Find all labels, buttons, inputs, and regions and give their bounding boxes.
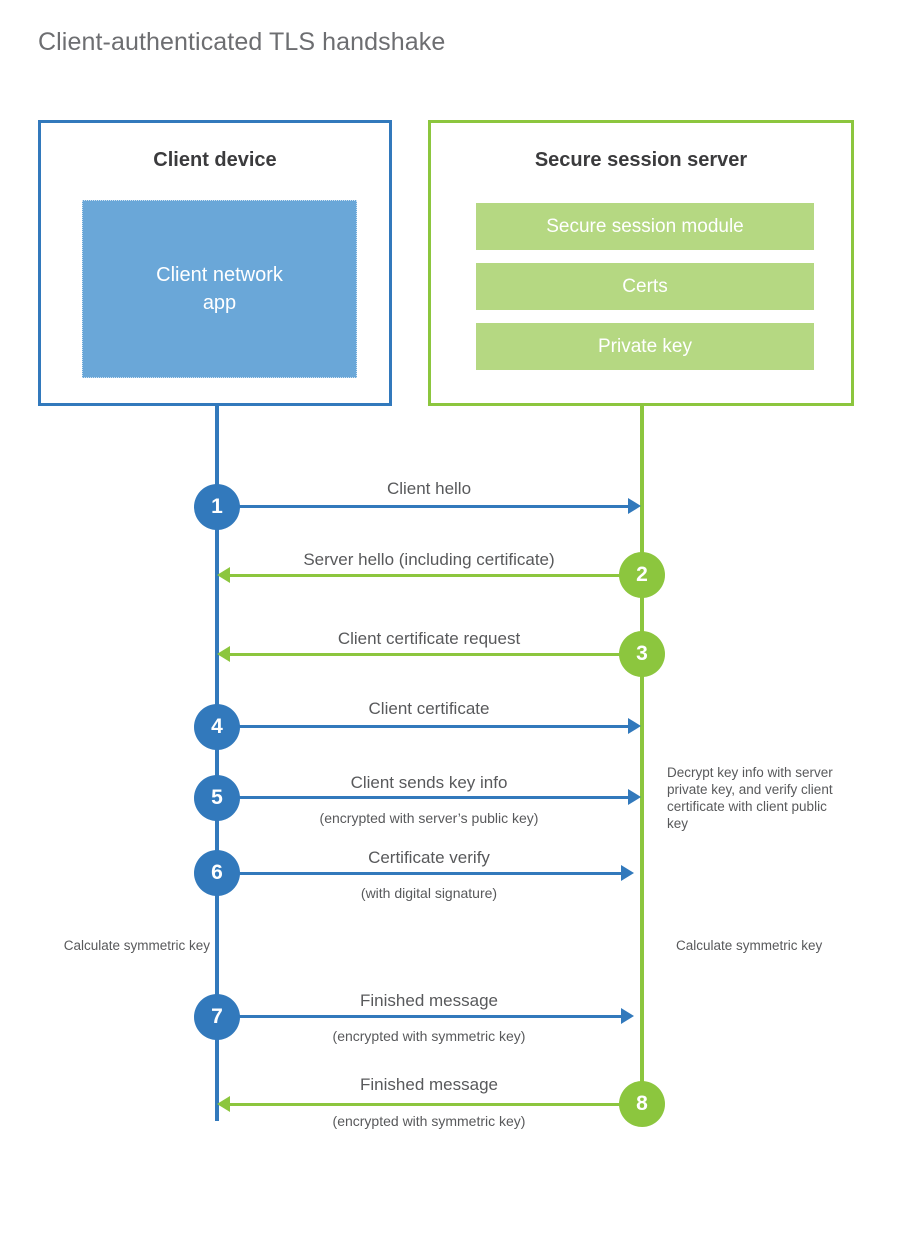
step-5-label: Client sends key info	[350, 773, 508, 792]
client-app-label-line2: app	[202, 292, 237, 314]
client-network-app-label: Client network app	[156, 261, 283, 317]
step-2-badge[interactable]: 2	[619, 552, 665, 598]
client-app-label-line1: Client network	[156, 264, 283, 286]
step-3-arrow-head-icon	[217, 646, 230, 662]
step-2-arrow-head-icon	[217, 567, 230, 583]
step-8-badge[interactable]: 8	[619, 1081, 665, 1127]
step-6-arrow-head-icon	[621, 865, 634, 881]
step-1-label: Client hello	[386, 479, 472, 498]
server-component-secure-session-module: Secure session module	[476, 203, 814, 250]
server-calculate-symmetric-key-note: Calculate symmetric key	[676, 938, 823, 953]
step-7-arrow-line	[217, 1015, 621, 1018]
server-lifeline	[640, 403, 644, 1105]
client-calculate-symmetric-key-note: Calculate symmetric key	[63, 938, 210, 953]
server-component-certs: Certs	[476, 263, 814, 310]
step-4-arrow-line	[217, 725, 628, 728]
step-2-label: Server hello (including certificate)	[303, 550, 555, 569]
step-7-arrow-head-icon	[621, 1008, 634, 1024]
secure-session-server-box: Secure session server Secure session mod…	[428, 120, 854, 406]
step-3-arrow-line	[230, 653, 642, 656]
step-2-arrow-line	[230, 574, 642, 577]
step-5-sublabel: (encrypted with server’s public key)	[319, 810, 539, 826]
client-lifeline	[215, 403, 219, 1121]
step-1-badge[interactable]: 1	[194, 484, 240, 530]
step-6-arrow-line	[217, 872, 621, 875]
step-7-sublabel: (encrypted with symmetric key)	[332, 1028, 526, 1044]
client-network-app-box: Client network app	[82, 200, 357, 378]
step-6-label: Certificate verify	[368, 848, 490, 867]
step-6-sublabel: (with digital signature)	[360, 885, 498, 901]
secure-session-server-title: Secure session server	[534, 149, 748, 171]
page-title: Client-authenticated TLS handshake	[38, 28, 446, 56]
step-4-label: Client certificate	[368, 699, 490, 718]
server-component-private-key: Private key	[476, 323, 814, 370]
client-device-title: Client device	[153, 149, 277, 171]
step-3-label: Client certificate request	[337, 629, 521, 648]
server-decrypt-note: Decrypt key info with server private key…	[667, 765, 833, 831]
step-8-sublabel: (encrypted with symmetric key)	[332, 1113, 526, 1129]
step-1-arrow-line	[217, 505, 628, 508]
step-5-arrow-line	[217, 796, 628, 799]
step-7-badge[interactable]: 7	[194, 994, 240, 1040]
step-5-arrow-head-icon	[628, 789, 641, 805]
step-1-arrow-head-icon	[628, 498, 641, 514]
step-8-arrow-line	[230, 1103, 642, 1106]
step-4-arrow-head-icon	[628, 718, 641, 734]
client-device-box: Client device Client network app	[38, 120, 392, 406]
step-5-badge[interactable]: 5	[194, 775, 240, 821]
step-8-label: Finished message	[360, 1075, 498, 1094]
step-3-badge[interactable]: 3	[619, 631, 665, 677]
step-8-arrow-head-icon	[217, 1096, 230, 1112]
step-4-badge[interactable]: 4	[194, 704, 240, 750]
step-6-badge[interactable]: 6	[194, 850, 240, 896]
step-7-label: Finished message	[360, 991, 498, 1010]
